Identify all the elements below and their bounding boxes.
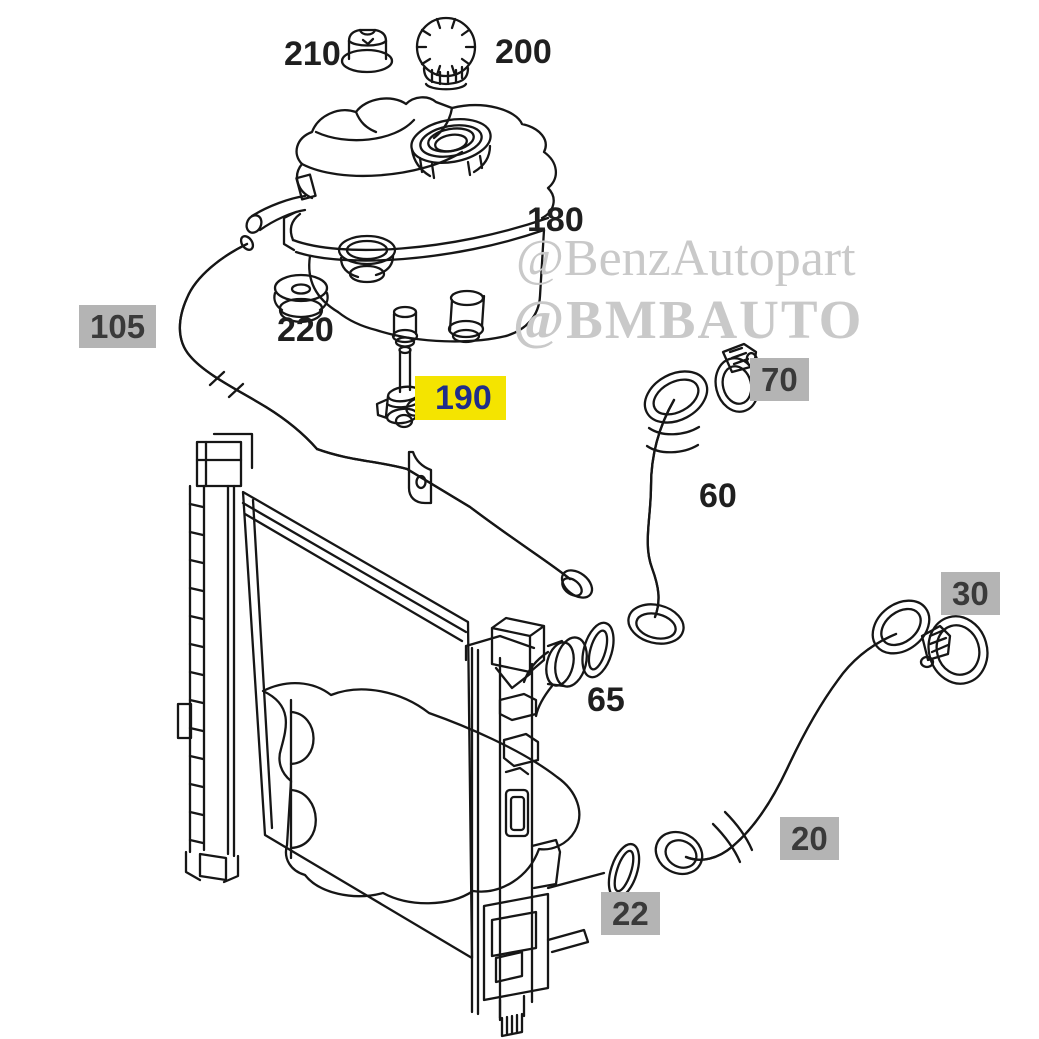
part-label-105: 105 [79,305,157,348]
hose-clamp-lower-drawing [919,615,989,685]
part-label-210: 210 [284,35,341,73]
o-ring-upper-drawing [581,621,615,679]
upper-radiator-hose-drawing [627,370,709,645]
part-label-190: 190 [415,376,506,420]
watermark-bmbauto: @BMBAUTO [513,289,864,350]
pressure-cap-knurled-drawing [415,16,477,91]
part-label-22: 22 [601,892,660,935]
pressure-cap-small-drawing [340,28,394,74]
part-label-180: 180 [527,201,584,239]
part-label-70: 70 [750,358,809,401]
vent-hose-drawing [178,235,594,599]
sealing-grommet-drawing [273,273,329,324]
part-label-30: 30 [941,572,1000,615]
part-label-65: 65 [587,681,625,719]
watermark-benzautopart: @BenzAutopart [516,230,856,287]
part-label-200: 200 [495,33,552,71]
part-label-60: 60 [699,477,737,515]
radiator-drawing [176,432,590,1038]
lower-radiator-hose-drawing [654,599,931,876]
part-label-220: 220 [277,311,334,349]
part-label-20: 20 [780,817,839,860]
expansion-tank-drawing [245,96,557,348]
